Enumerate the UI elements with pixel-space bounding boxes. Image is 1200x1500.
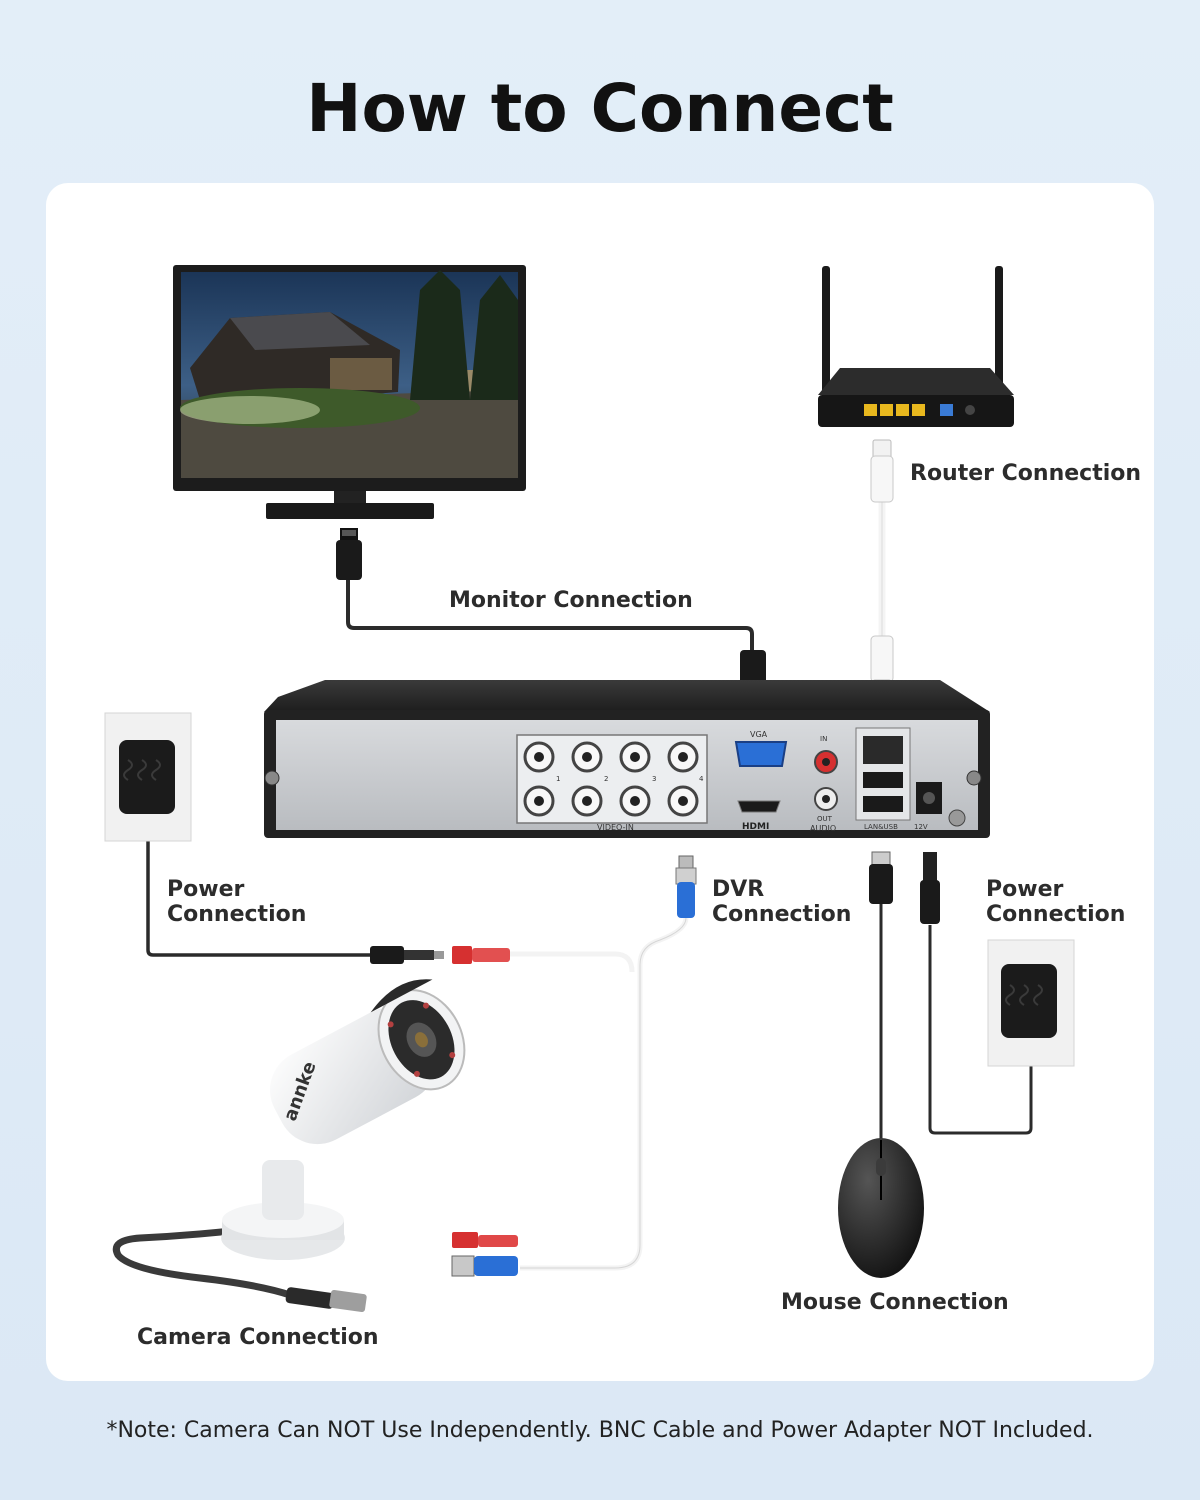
channel-label-4: 4 bbox=[699, 775, 704, 783]
mouse-connection-label: Mouse Connection bbox=[781, 1290, 1009, 1315]
dvr-connection-label: DVR Connection bbox=[712, 877, 852, 927]
power-connection-left-label: Power Connection bbox=[167, 877, 307, 927]
audio-in-label: IN bbox=[820, 735, 827, 743]
camera-pigtail-cable bbox=[112, 1224, 292, 1299]
dc-plug-right-icon bbox=[920, 852, 940, 924]
channel-label-3: 3 bbox=[652, 775, 656, 783]
hdmi-label: HDMI bbox=[742, 822, 769, 832]
footnote: *Note: Camera Can NOT Use Independently.… bbox=[106, 1418, 1094, 1443]
camera-connection-label: Camera Connection bbox=[137, 1325, 379, 1350]
power-adapter-right-icon bbox=[987, 939, 1075, 1067]
dvr-icon: 1 2 3 4 VIDEO-IN VGA HDMI IN OUT AUDIO L… bbox=[264, 680, 990, 838]
usb-plug-icon bbox=[869, 851, 893, 904]
vga-label: VGA bbox=[750, 730, 768, 739]
siamese-cable bbox=[520, 917, 689, 1271]
bnc-plug-icon bbox=[675, 855, 697, 918]
power-adapter-left-icon bbox=[104, 712, 192, 842]
usb-port-2 bbox=[863, 796, 903, 812]
dc-plug-icon bbox=[370, 946, 510, 964]
video-in-label: VIDEO-IN bbox=[597, 823, 634, 832]
siamese-end-connectors bbox=[451, 1232, 518, 1277]
camera-icon: annke bbox=[221, 979, 466, 1313]
monitor-connection-label: Monitor Connection bbox=[449, 588, 693, 613]
power-connection-right-label: Power Connection bbox=[986, 877, 1126, 927]
ethernet-plug-icon bbox=[870, 439, 894, 699]
router-connection-label: Router Connection bbox=[910, 461, 1142, 486]
camera-power-cable bbox=[146, 818, 378, 957]
mouse-icon bbox=[838, 1138, 924, 1278]
dvr-power-cable bbox=[928, 925, 1033, 1135]
router-icon bbox=[818, 266, 1014, 427]
audio-out-label: OUT bbox=[817, 815, 833, 823]
power-12v-label: 12V bbox=[914, 823, 928, 831]
page-title: How to Connect bbox=[306, 70, 894, 147]
hdmi-cable bbox=[346, 578, 754, 650]
vga-port bbox=[734, 741, 788, 767]
usb-port-1 bbox=[863, 772, 903, 788]
channel-label-1: 1 bbox=[556, 775, 560, 783]
lan-port bbox=[863, 736, 903, 764]
channel-label-2: 2 bbox=[604, 775, 608, 783]
hdmi-plug-icon bbox=[336, 528, 362, 580]
hdmi-port bbox=[737, 800, 781, 813]
audio-label: AUDIO bbox=[810, 824, 836, 833]
bnc-ports bbox=[523, 741, 699, 817]
monitor-icon bbox=[173, 265, 526, 519]
lan-usb-label: LAN&USB bbox=[864, 823, 898, 831]
